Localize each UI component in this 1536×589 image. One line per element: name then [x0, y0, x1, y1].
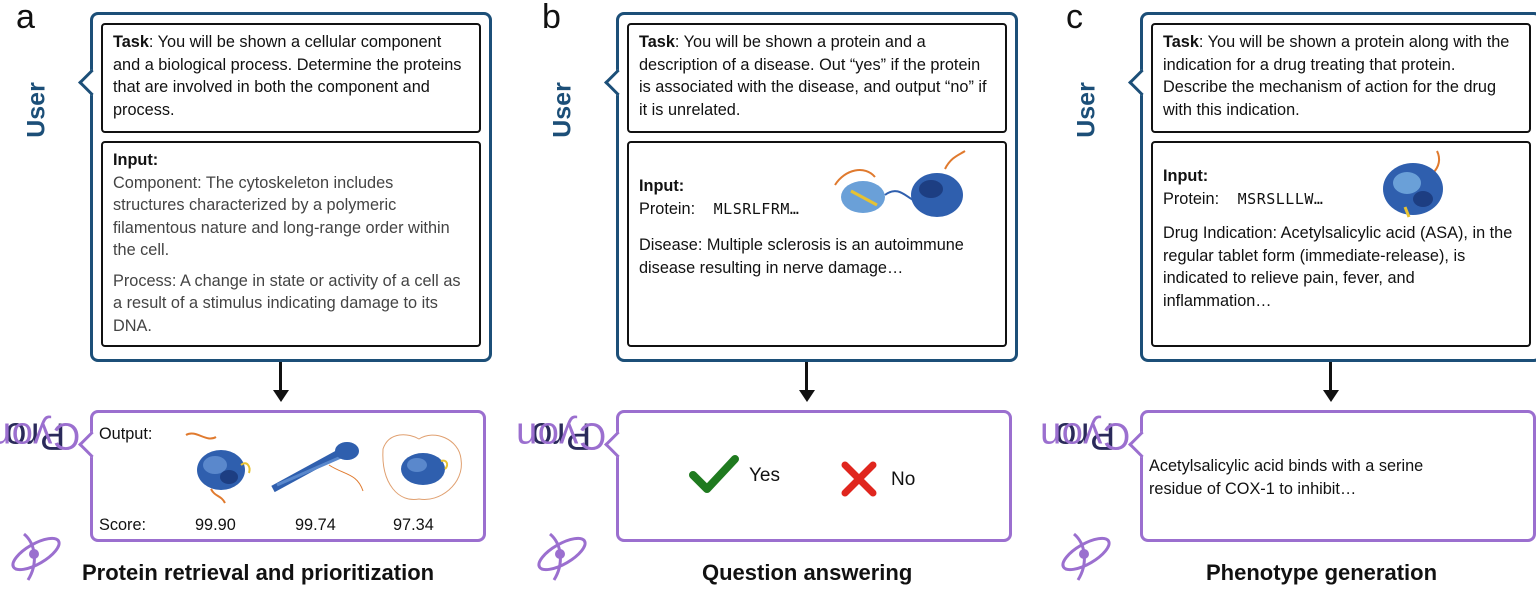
speech-pointer	[1128, 431, 1155, 458]
output-box: Acetylsalicylic acid binds with a serine…	[1128, 410, 1536, 542]
procyon-logo-icon	[11, 532, 61, 581]
task-label: Task	[639, 33, 675, 51]
protein-structure-1-icon	[185, 432, 251, 504]
protein-sequence: MLSRLFRM…	[713, 199, 800, 218]
flow-arrow	[805, 362, 808, 392]
flow-arrowhead	[273, 390, 289, 402]
input-label: Input:	[1163, 167, 1209, 185]
flow-arrowhead	[799, 390, 815, 402]
protein-structure-icon	[1383, 150, 1443, 218]
user-label: User	[548, 82, 577, 138]
protein-structure-icon	[834, 150, 966, 217]
input-box: Input: Protein: MLSRLFRM… Disease: Multi…	[627, 141, 1007, 347]
panel-caption: Question answering	[702, 560, 913, 585]
output-label: Output:	[99, 425, 153, 443]
task-box: Task: You will be shown a cellular compo…	[101, 23, 481, 133]
flow-arrowhead	[1323, 390, 1339, 402]
protein-label: Protein:	[1163, 189, 1220, 208]
panel-letter: b	[542, 0, 561, 36]
task-text: : You will be shown a protein along with…	[1163, 33, 1510, 119]
component-text: Component: The cytoskeleton includes str…	[113, 173, 450, 260]
protein-structure-2-icon	[271, 442, 364, 493]
protein-label: Protein:	[639, 199, 696, 218]
output-box: Yes No	[604, 410, 1012, 542]
task-box: Task: You will be shown a protein and a …	[627, 23, 1007, 133]
output-text: Acetylsalicylic acid binds with a serine…	[1149, 457, 1424, 498]
panel-a: a User Task: You will be shown a cellula…	[0, 0, 512, 589]
panel-caption: Protein retrieval and prioritization	[82, 560, 435, 585]
task-text: : You will be shown a protein and a desc…	[639, 33, 987, 119]
procyon-logo-icon	[537, 532, 587, 581]
input-label: Input:	[113, 151, 159, 169]
score-value-2: 99.74	[295, 516, 336, 534]
panel-caption: Phenotype generation	[1206, 560, 1438, 585]
panel-b: b User Task: You will be shown a protein…	[515, 0, 1038, 589]
speech-pointer	[604, 431, 631, 458]
protein-structure-3-icon	[382, 434, 462, 501]
input-label: Input:	[639, 177, 685, 195]
task-label: Task	[1163, 33, 1199, 51]
task-label: Task	[113, 33, 149, 51]
no-label: No	[891, 469, 916, 490]
disease-text: Disease: Multiple sclerosis is an autoim…	[639, 236, 964, 277]
output-box: Output: Score: 99.90 99.74 97.34	[78, 410, 486, 542]
yes-label: Yes	[749, 465, 780, 486]
score-value-1: 99.90	[195, 516, 236, 534]
panel-letter: a	[16, 0, 35, 36]
process-text: Process: A change in state or activity o…	[113, 271, 461, 335]
user-label: User	[1072, 82, 1101, 138]
panel-c: c User Task: You will be shown a protein…	[1039, 0, 1536, 589]
checkmark-icon	[689, 455, 739, 493]
score-value-3: 97.34	[393, 516, 434, 534]
cross-icon	[841, 461, 877, 497]
user-prompt-box: Task: You will be shown a protein and a …	[604, 12, 1018, 362]
user-label: User	[22, 82, 51, 138]
user-prompt-box: Task: You will be shown a cellular compo…	[78, 12, 492, 362]
user-prompt-box: Task: You will be shown a protein along …	[1128, 12, 1536, 362]
score-label: Score:	[99, 516, 147, 534]
input-box: Input: Component: The cytoskeleton inclu…	[101, 141, 481, 347]
task-box: Task: You will be shown a protein along …	[1151, 23, 1531, 133]
procyon-logo-icon	[1061, 532, 1111, 581]
input-box: Input: Protein: MSRSLLLW… Drug Indicatio…	[1151, 141, 1531, 347]
protein-sequence: MSRSLLLW…	[1237, 189, 1324, 208]
task-text: : You will be shown a cellular component…	[113, 33, 462, 119]
flow-arrow	[279, 362, 282, 392]
drug-indication-text: Drug Indication: Acetylsalicylic acid (A…	[1163, 224, 1513, 310]
panel-letter: c	[1066, 0, 1083, 36]
flow-arrow	[1329, 362, 1332, 392]
